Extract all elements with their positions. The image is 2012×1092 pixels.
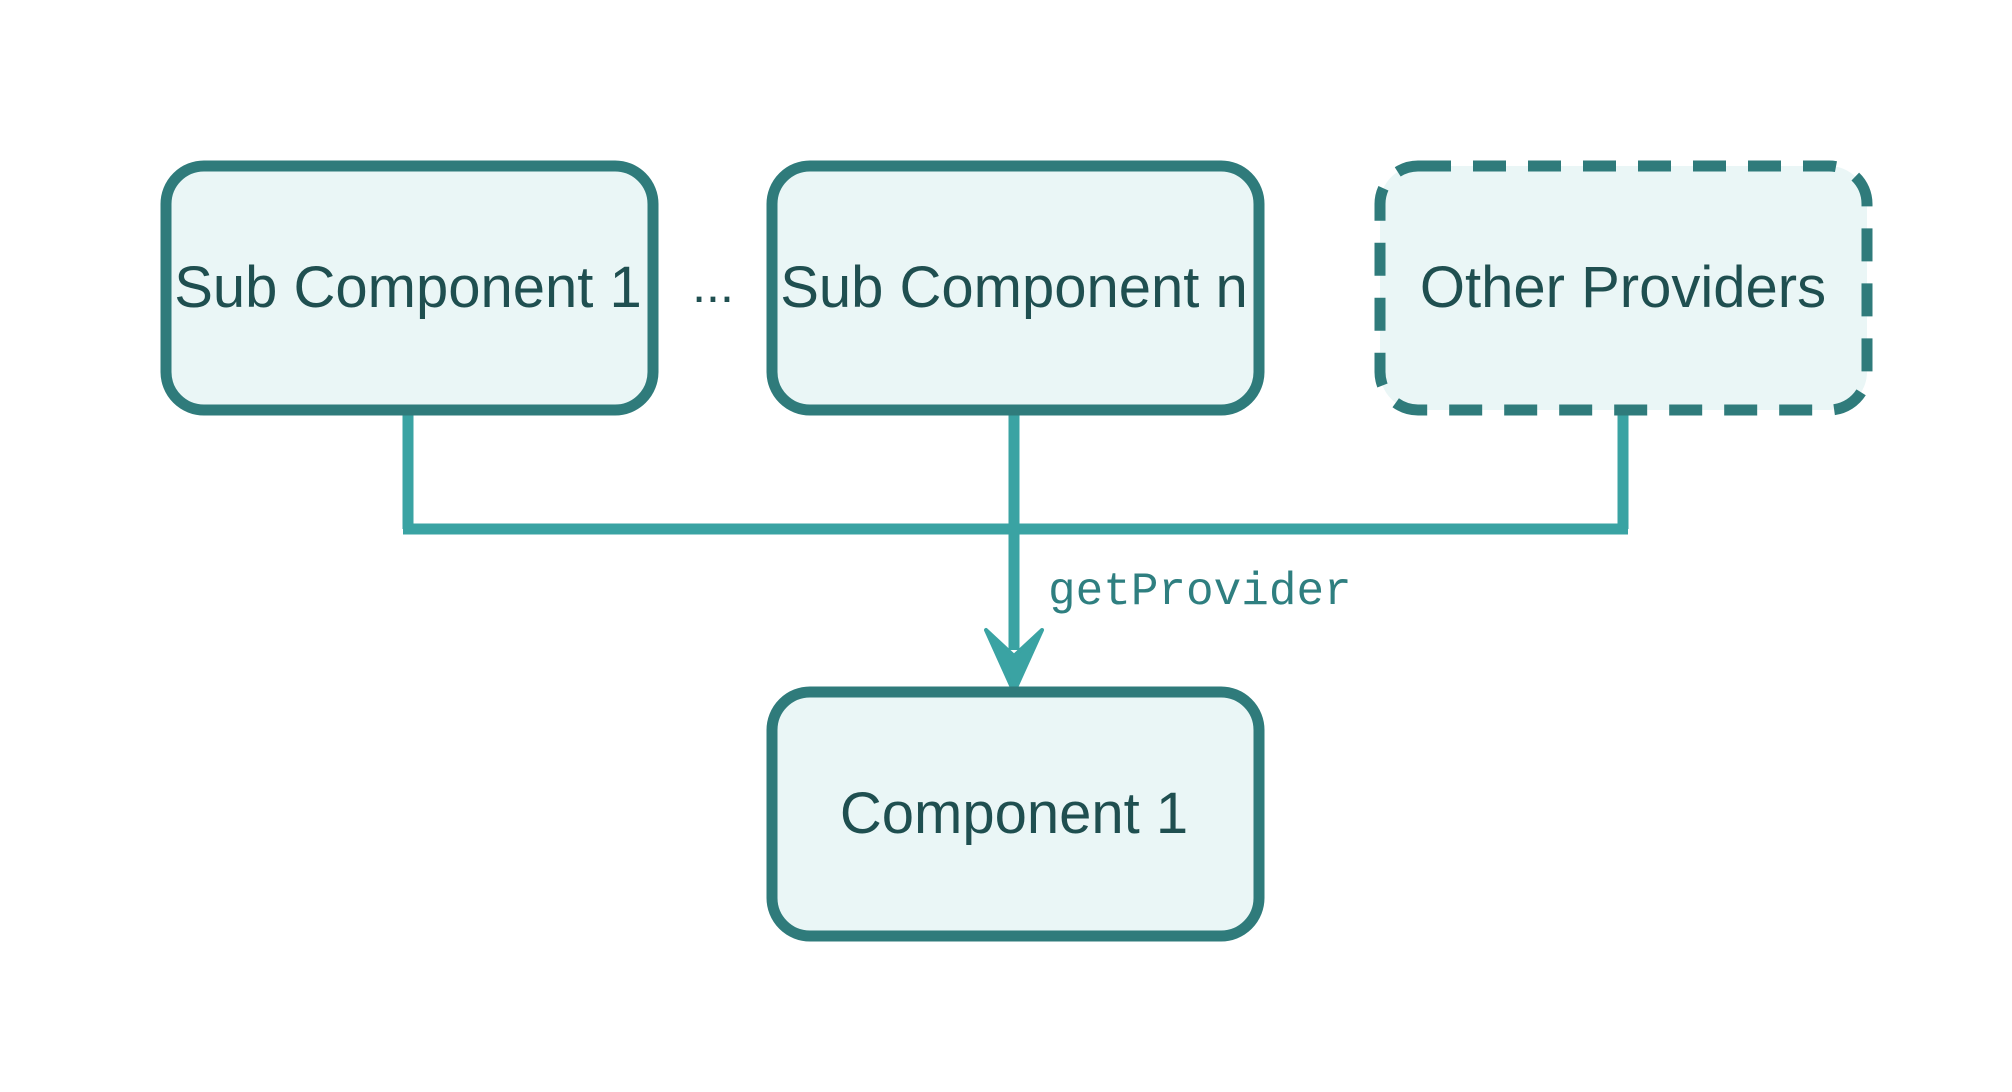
edge-label-getprovider: getProvider (1048, 566, 1352, 618)
node-other-providers: Other Providers (1374, 160, 1873, 416)
node-label-sub-component-n: Sub Component n (780, 255, 1248, 320)
node-label-other-providers: Other Providers (1420, 255, 1826, 320)
node-sub-component-n: Sub Component n (766, 160, 1265, 416)
node-component-1: Component 1 (766, 686, 1265, 942)
ellipsis-text: ... (692, 257, 734, 313)
node-label-sub-component-1: Sub Component 1 (174, 255, 642, 320)
connector-lines (402, 410, 1629, 650)
node-sub-component-1: Sub Component 1 (160, 160, 659, 416)
arrowhead-icon (984, 628, 1044, 694)
node-label-component-1: Component 1 (840, 781, 1188, 846)
